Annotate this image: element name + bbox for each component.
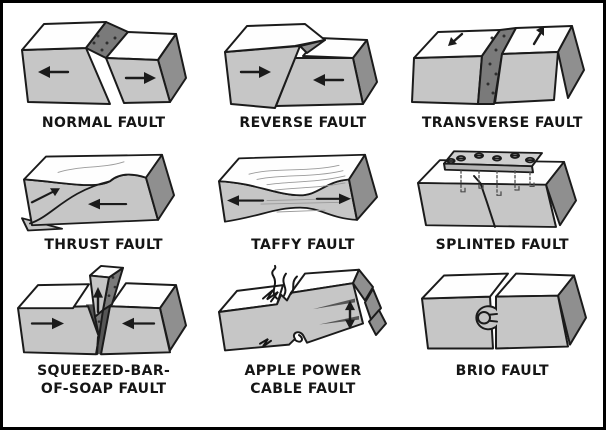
arrow-left-icon bbox=[37, 66, 69, 78]
thrust-fault-label: THRUST FAULT bbox=[44, 237, 163, 253]
apple-power-cable-fault-illustration bbox=[217, 264, 387, 352]
reverse-fault-label: REVERSE FAULT bbox=[239, 115, 367, 131]
right-block bbox=[494, 25, 586, 104]
taffy-fault-illustration bbox=[217, 153, 378, 223]
connector-knob bbox=[477, 311, 492, 325]
panel-brio-fault: BRIO FAULT bbox=[403, 260, 602, 426]
cable-block bbox=[217, 268, 387, 352]
thrust-fault-illustration bbox=[20, 153, 175, 232]
brio-connector bbox=[473, 305, 500, 331]
panel-reverse-fault: REVERSE FAULT bbox=[203, 4, 402, 143]
taffy-fault-label: TAFFY FAULT bbox=[251, 237, 355, 253]
right-block bbox=[495, 272, 588, 350]
panel-splinted-fault: SPLINTED FAULT bbox=[403, 143, 602, 260]
arrow-left-icon bbox=[226, 195, 265, 206]
splinted-fault-label: SPLINTED FAULT bbox=[435, 237, 569, 253]
screw-shafts bbox=[460, 170, 535, 196]
arrow-right-icon bbox=[124, 72, 156, 84]
lower-seam bbox=[95, 336, 99, 356]
squeezed-bar-of-soap-fault-illustration bbox=[16, 264, 187, 356]
arrow-right-icon bbox=[315, 193, 351, 205]
squeezed-bar-of-soap-fault-label: SQUEEZED-BAR- OF-SOAP FAULT bbox=[37, 363, 171, 397]
normal-fault-illustration bbox=[20, 21, 187, 105]
arrow-up-icon bbox=[92, 287, 103, 314]
arrow-right-icon bbox=[30, 317, 64, 330]
arrow-up-down-icon bbox=[344, 300, 355, 330]
frayed-wires bbox=[258, 264, 303, 348]
right-block bbox=[104, 31, 187, 104]
panel-thrust-fault: THRUST FAULT bbox=[4, 143, 203, 260]
left-block bbox=[421, 272, 510, 350]
left-block bbox=[223, 23, 326, 109]
arrow-away-icon bbox=[533, 26, 545, 46]
panel-normal-fault: NORMAL FAULT bbox=[4, 4, 203, 143]
left-block bbox=[16, 283, 100, 356]
right-block bbox=[99, 282, 187, 356]
arrow-left-icon bbox=[121, 317, 155, 330]
transverse-fault-illustration bbox=[411, 25, 586, 105]
arrow-right-icon bbox=[239, 66, 271, 78]
fault-crack-top bbox=[473, 175, 483, 185]
left-block bbox=[20, 21, 111, 105]
panel-transverse-fault: TRANSVERSE FAULT bbox=[403, 4, 602, 143]
stretched-block bbox=[217, 153, 378, 223]
panel-taffy-fault: TAFFY FAULT bbox=[203, 143, 402, 260]
connector-hole bbox=[475, 305, 497, 331]
transverse-fault-label: TRANSVERSE FAULT bbox=[421, 115, 583, 131]
panel-apple-power-cable-fault: APPLE POWER CABLE FAULT bbox=[203, 260, 402, 426]
brio-fault-illustration bbox=[421, 272, 588, 350]
brio-fault-label: BRIO FAULT bbox=[455, 363, 549, 379]
arrow-up-right-icon bbox=[30, 188, 60, 204]
arrow-left-icon bbox=[87, 198, 127, 210]
apple-power-cable-fault-label: APPLE POWER CABLE FAULT bbox=[244, 363, 362, 397]
thrust-plane-line bbox=[28, 180, 111, 225]
arrow-left-icon bbox=[312, 74, 345, 86]
panel-squeezed-bar-of-soap-fault: SQUEEZED-BAR- OF-SOAP FAULT bbox=[4, 260, 203, 426]
reverse-fault-illustration bbox=[223, 23, 378, 109]
normal-fault-label: NORMAL FAULT bbox=[41, 115, 166, 131]
fault-crack-front bbox=[480, 183, 497, 228]
screws bbox=[446, 152, 536, 164]
splinted-fault-illustration bbox=[417, 150, 578, 228]
block bbox=[20, 153, 175, 232]
arrow-toward-viewer-icon bbox=[448, 32, 464, 46]
